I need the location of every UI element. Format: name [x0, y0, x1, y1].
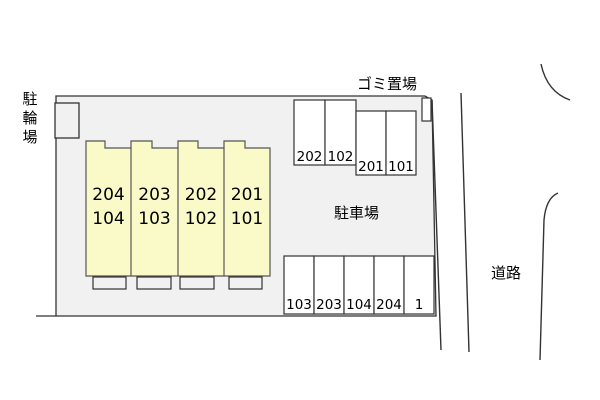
balcony: [136, 276, 172, 290]
road-line: [460, 92, 470, 353]
parking-slot-label: 101: [388, 159, 414, 175]
balcony: [92, 276, 127, 290]
parking-label: 駐車場: [334, 204, 380, 222]
parking-top-slots: [293, 99, 417, 176]
road-curve: [540, 63, 571, 101]
garbage-label: ゴミ置場: [357, 75, 418, 93]
road-line: [431, 99, 442, 351]
parking-slot-label: 104: [346, 297, 372, 313]
bicycle-parking-label: 駐 輪 場: [22, 90, 38, 146]
road-label: 道路: [491, 264, 522, 282]
parking-slot-label: 204: [376, 297, 402, 313]
parking-slot-label: 201: [358, 159, 384, 175]
unit-label: 204 104: [92, 185, 125, 229]
parking-slot-label: 102: [327, 149, 354, 165]
balcony: [179, 276, 215, 290]
parking-bottom-slots: [283, 255, 435, 315]
road-curve: [539, 192, 559, 361]
unit-label: 201 101: [230, 185, 264, 229]
parking-slot-label: 1: [414, 297, 424, 313]
garbage-box: [421, 97, 432, 122]
parking-slot-label: 202: [296, 149, 323, 165]
parking-slot-label: 203: [316, 297, 342, 313]
unit-label: 202 102: [184, 185, 218, 229]
bicycle-parking-box: [54, 102, 80, 139]
unit-label: 203 103: [138, 185, 171, 229]
parking-slot-label: 103: [286, 297, 312, 313]
balcony: [228, 276, 263, 290]
